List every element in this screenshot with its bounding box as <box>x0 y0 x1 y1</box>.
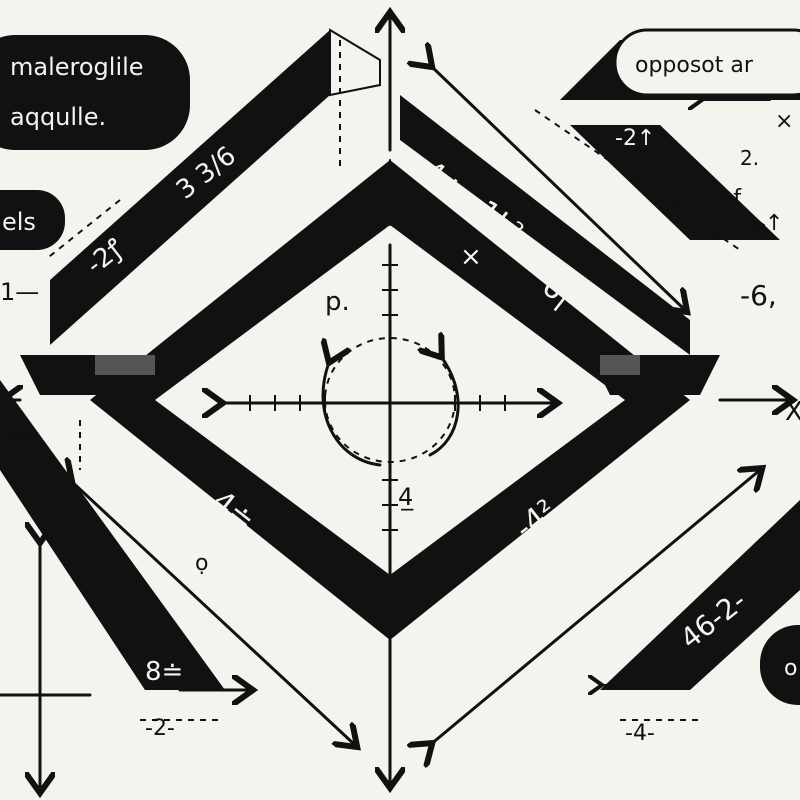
label-center-p: p. <box>325 287 350 317</box>
label-left-small: 4⁴ <box>5 426 28 451</box>
label-bottom-left-small: ọ <box>195 551 208 576</box>
bubble-top-right-text: opposot ar <box>635 53 754 78</box>
label-center-bottom: 4̲ <box>398 483 414 511</box>
arrows <box>0 15 790 790</box>
bubble-mid-left-text: els <box>2 208 36 236</box>
inner-axes <box>220 243 555 577</box>
label-bottom-left-scale: -2- <box>145 716 175 741</box>
bubble-top-right: opposot ar <box>613 28 800 97</box>
bubble-top-left-line2: aqqulle. <box>10 103 106 131</box>
bubble-top-left-line1: maleroglile <box>10 53 144 81</box>
label-bottom-left-band: 8≐ <box>145 657 183 687</box>
label-top-right-band-c: × <box>460 242 482 272</box>
upper-left-band <box>50 28 381 345</box>
label-right-mid: -6, <box>740 279 777 312</box>
label-right-top-c: 2. <box>740 146 759 170</box>
label-bottom-right-dash: -4- <box>625 721 655 746</box>
label-right-arrow-mark: X <box>785 397 800 427</box>
bubble-bottom-right-text: o <box>784 656 797 681</box>
label-bottom-mid: 4 <box>325 603 344 638</box>
bubble-top-left: maleroglile aqqulle. <box>0 35 190 150</box>
label-right-top-a: -2↑ <box>615 126 655 151</box>
label-right-top-b: × <box>775 109 793 134</box>
bubble-bottom-right: o <box>760 625 800 705</box>
label-left-edge: 1— <box>0 278 39 306</box>
bubble-mid-left: els <box>0 190 65 250</box>
left-ledge <box>20 355 160 395</box>
label-right-top-d: ×f <box>715 186 742 211</box>
label-right-top-e: ↑ <box>765 211 783 236</box>
right-ledge <box>590 355 720 395</box>
